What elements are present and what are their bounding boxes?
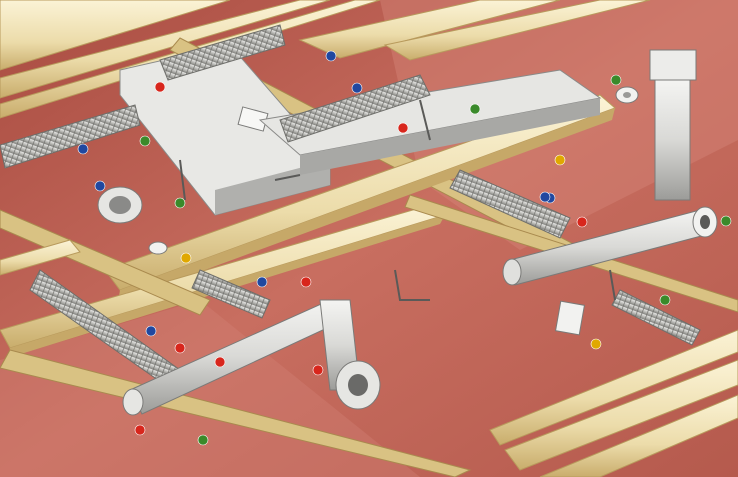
lower-beams xyxy=(0,209,472,477)
callout-badge xyxy=(469,103,481,115)
callout-badge xyxy=(94,180,106,192)
roof-strips-top xyxy=(298,0,651,61)
callout-badge xyxy=(720,215,732,227)
callout-badge xyxy=(312,364,324,376)
callout-badge xyxy=(139,135,151,147)
roof-beams-bottom-right xyxy=(489,329,738,477)
callout-badge xyxy=(145,325,157,337)
callout-badge xyxy=(351,82,363,94)
callout-badge xyxy=(397,122,409,134)
callout-badge xyxy=(134,424,146,436)
callout-badge xyxy=(300,276,312,288)
callout-badge xyxy=(539,191,551,203)
callout-badge xyxy=(554,154,566,166)
round-ducts xyxy=(122,79,718,416)
callout-badge xyxy=(214,356,226,368)
callout-badge xyxy=(180,252,192,264)
callout-badge xyxy=(154,81,166,93)
callout-badge xyxy=(590,338,602,350)
flex-ducts xyxy=(0,24,701,386)
callout-badge xyxy=(576,216,588,228)
callout-badge xyxy=(256,276,268,288)
diffusers xyxy=(97,49,697,336)
trunk-duct xyxy=(258,69,602,175)
callout-badge xyxy=(77,143,89,155)
callout-badge xyxy=(659,294,671,306)
callout-badge xyxy=(174,197,186,209)
callout-badge xyxy=(610,74,622,86)
callout-badge xyxy=(325,50,337,62)
callout-badge xyxy=(174,342,186,354)
callout-markers xyxy=(77,50,732,446)
callout-badge xyxy=(197,434,209,446)
hangers xyxy=(179,99,616,301)
